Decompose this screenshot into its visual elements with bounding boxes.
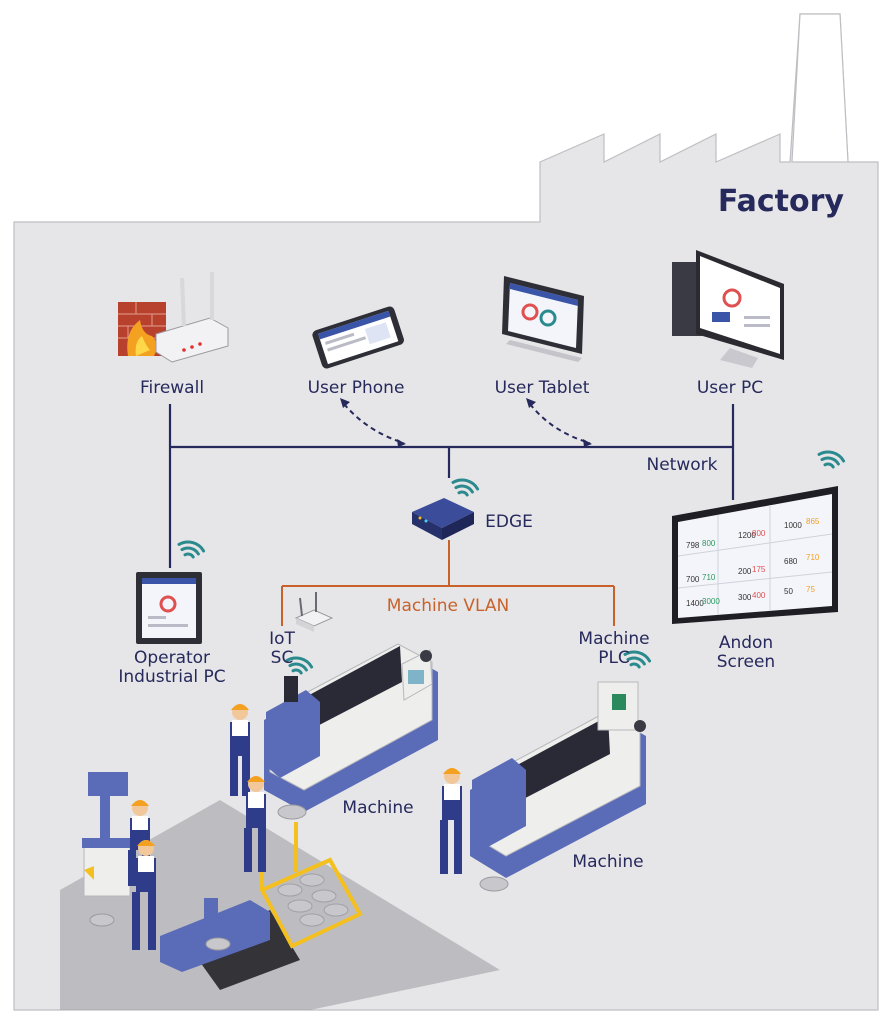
wifi-icon	[177, 540, 206, 559]
operator-pc-icon	[136, 572, 202, 644]
andon-value: 700	[686, 575, 700, 584]
worker	[440, 768, 462, 874]
edge-label: EDGE	[485, 512, 533, 532]
andon-value: 75	[806, 585, 815, 594]
user-phone-label: User Phone	[307, 378, 405, 398]
user-pc-label: User PC	[696, 378, 764, 398]
workers	[128, 704, 462, 950]
iot-label-line2: SC	[270, 648, 294, 668]
wifi-icon	[451, 478, 480, 497]
andon-value: 175	[752, 565, 766, 574]
pc-icon	[672, 250, 784, 368]
worker	[132, 840, 156, 950]
andon-label-line2: Screen	[716, 652, 776, 672]
machine-1-label: Machine	[342, 798, 414, 818]
machine-2	[470, 681, 646, 878]
andon-value: 50	[784, 587, 793, 596]
press-machine	[160, 898, 270, 972]
andon-value: 300	[738, 593, 752, 602]
andon-screen-icon	[672, 486, 838, 624]
machine-vlan-label: Machine VLAN	[386, 596, 510, 616]
network-label: Network	[646, 455, 718, 475]
andon-value: 1000	[784, 521, 802, 530]
diagram-title: Factory	[717, 184, 844, 219]
floor-mat	[190, 910, 300, 990]
firewall-label: Firewall	[139, 378, 205, 398]
andon-value: 800	[702, 539, 716, 548]
andon-value: 1200	[738, 531, 756, 540]
edge-device-icon	[412, 498, 474, 540]
wifi-icon	[817, 450, 846, 469]
worker	[244, 776, 266, 872]
andon-value: 710	[702, 573, 716, 582]
andon-value: 680	[784, 557, 798, 566]
firewall-icon	[118, 272, 229, 363]
worker	[230, 704, 250, 796]
andon-value: 400	[752, 591, 766, 600]
operator-pc-label-line1: Operator	[133, 648, 211, 668]
andon-value: 710	[806, 553, 820, 562]
phone-icon	[312, 306, 404, 369]
andon-value: 800	[752, 529, 766, 538]
iot-router-icon	[294, 592, 334, 632]
arrow-heads	[340, 398, 592, 447]
wifi-icons	[177, 450, 846, 675]
machine-2-label: Machine	[572, 852, 644, 872]
andon-label-line1: Andon	[718, 633, 774, 653]
plc-label-line2: PLC	[598, 648, 630, 668]
gear-icons	[89, 804, 509, 951]
user-tablet-label: User Tablet	[494, 378, 590, 398]
wifi-icon	[623, 650, 652, 669]
operator-pc-label-line2: Industrial PC	[118, 667, 226, 687]
network-lines	[168, 404, 735, 568]
machine-1	[264, 643, 438, 812]
andon-value: 1400	[686, 599, 704, 608]
chimney	[791, 13, 849, 163]
wifi-icon	[285, 656, 314, 675]
vlan-lines	[281, 540, 615, 626]
andon-value: 865	[806, 517, 820, 526]
andon-value: 798	[686, 541, 700, 550]
iot-label-line1: IoT	[269, 629, 295, 649]
plc-label-line1: Machine	[578, 629, 650, 649]
andon-value: 200	[738, 567, 752, 576]
tablet-icon	[502, 276, 584, 362]
andon-value: 3000	[702, 597, 720, 606]
